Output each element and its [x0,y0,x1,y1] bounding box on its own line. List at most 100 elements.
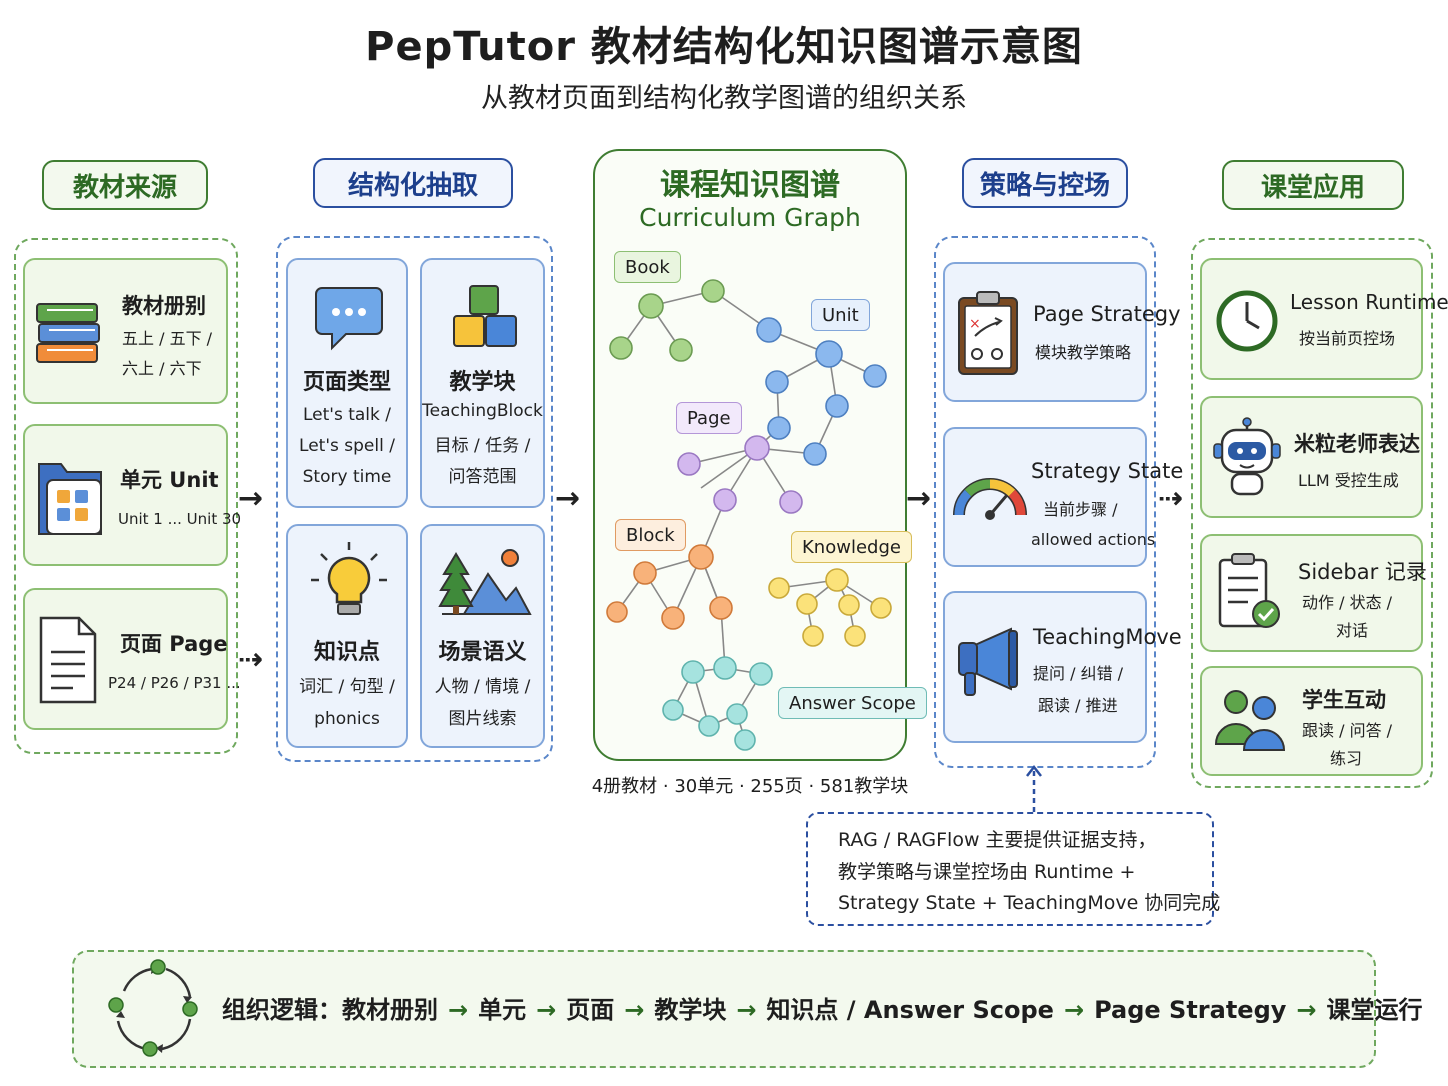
note-line: Strategy State + TeachingMove 协同完成 [838,892,1221,914]
note-line: 教学策略与课堂控场由 Runtime + [838,861,1136,883]
strategy-card-strategy-state: Strategy State 当前步骤 / allowed actions [943,427,1183,567]
card-line: 提问 / 纠错 / [1033,664,1124,683]
card-line: Unit 1 ... Unit 30 [118,510,242,528]
card-line: phonics [314,709,380,729]
blocks-icon [453,285,517,347]
card-line: Let's spell / [299,436,395,456]
extract-card-knowledge-point: 知识点 词汇 / 句型 / phonics [286,524,408,748]
svg-text:×: × [969,316,981,332]
clock-icon [1216,290,1278,352]
arrow-right-icon: → [906,481,932,516]
card-line: 词汇 / 句型 / [299,677,395,697]
arrow-right-icon: → [238,481,264,516]
card-title: 页面类型 [302,370,391,395]
logic-step: Page Strategy [1094,996,1287,1024]
card-title: 知识点 [313,640,380,665]
note-box [806,812,1214,926]
graph-network [606,279,892,751]
card-title: 单元 Unit [120,468,219,492]
card-line: 练习 [1330,749,1363,768]
gauge-icon [953,478,1027,520]
card-line: TeachingBlock [422,401,543,421]
card-title: Sidebar 记录 [1298,560,1427,584]
arrow-right-icon: ⇢ [238,642,264,677]
card-line: 模块教学策略 [1035,343,1132,362]
card-line: 跟读 / 问答 / [1302,721,1393,740]
extract-card-teaching-block: 教学块 TeachingBlock 目标 / 任务 / 问答范围 [420,258,545,508]
application-card-teacher: 米粒老师表达 LLM 受控生成 [1200,396,1423,518]
note-line: RAG / RAGFlow 主要提供证据支持， [838,829,1157,851]
card-line: 六上 / 六下 [122,359,202,378]
card-line: 五上 / 五下 / [122,329,213,348]
page-title: PepTutor 教材结构化知识图谱示意图 [365,24,1083,70]
arrow-right-icon: → [448,996,469,1024]
people-icon [1214,690,1286,751]
column-header-strategy: 策略与控场 [962,158,1128,208]
strategy-card-teaching-move: TeachingMove 提问 / 纠错 / 跟读 / 推进 [943,591,1182,743]
books-icon [36,303,100,363]
graph-label-answer-scope: Answer Scope [778,687,927,719]
card-title: Page Strategy [1033,302,1181,326]
card-line: 跟读 / 推进 [1038,696,1118,715]
chat-bubble-icon [315,287,383,351]
column-header-application: 课堂应用 [1222,160,1404,210]
application-card-student: 学生互动 跟读 / 问答 / 练习 [1200,666,1423,776]
logic-step: 页面 [566,996,615,1024]
graph-title: 课程知识图谱 [660,168,840,203]
card-title: 教材册别 [122,294,206,318]
arrow-right-icon: → [555,481,581,516]
strategy-group [934,236,1156,768]
card-line: allowed actions [1031,530,1156,549]
logic-step: 课堂运行 [1326,996,1423,1024]
robot-icon [1213,417,1281,496]
landscape-icon [438,549,532,615]
page-subtitle: 从教材页面到结构化教学图谱的组织关系 [481,83,967,114]
graph-label-knowledge: Knowledge [791,531,912,563]
arrow-right-icon: → [736,996,757,1024]
logic-step: 知识点 / Answer Scope [766,996,1054,1024]
card-line: 动作 / 状态 / [1302,593,1393,612]
logic-step: 单元 [478,996,527,1024]
logic-step: 教学块 [654,996,727,1024]
source-card-page: 页面 Page P24 / P26 / P31 ... [23,588,241,730]
checklist-icon [1218,553,1280,628]
card-title: Lesson Runtime [1290,290,1448,314]
card-line: Let's talk / [302,405,391,425]
cycle-icon [108,959,198,1057]
graph-label-block: Block [615,519,686,551]
extract-card-page-type: 页面类型 Let's talk / Let's spell / Story ti… [286,258,408,508]
card-line: 图片线索 [448,709,517,729]
arrow-right-icon: ⇢ [1158,481,1184,516]
card-line: P24 / P26 / P31 ... [108,674,241,692]
card-title: 学生互动 [1302,688,1386,712]
card-title: 教学块 [449,370,516,395]
card-title: TeachingMove [1033,625,1182,649]
source-card-unit: 单元 Unit Unit 1 ... Unit 30 [23,424,241,566]
logic-bar [72,950,1376,1068]
graph-label-book: Book [614,251,681,283]
clipboard-play-icon: × [958,291,1018,375]
application-card-sidebar: Sidebar 记录 动作 / 状态 / 对话 [1200,534,1427,652]
extract-group [276,236,553,762]
source-group [14,238,238,754]
arrow-right-icon: → [624,996,645,1024]
logic-step: 教材册别 [342,996,438,1024]
card-line: Story time [302,467,392,487]
card-line: 目标 / 任务 / [434,436,531,456]
card-title: 场景语义 [438,640,527,665]
card-line: 当前步骤 / [1043,500,1118,519]
column-header-source: 教材来源 [42,160,208,210]
card-title: 米粒老师表达 [1294,432,1420,456]
card-title: Strategy State [1031,459,1184,483]
card-line: 问答范围 [448,467,517,487]
application-group [1191,238,1433,788]
arrow-right-icon: → [536,996,557,1024]
column-header-extract: 结构化抽取 [313,158,513,208]
folder-icon [38,463,102,535]
logic-prefix: 组织逻辑： [222,996,342,1024]
graph-label-page: Page [676,402,742,434]
graph-stats: 4册教材 · 30单元 · 255页 · 581教学块 [591,776,909,797]
card-line: LLM 受控生成 [1298,471,1399,490]
extract-card-scene: 场景语义 人物 / 情境 / 图片线索 [420,524,545,748]
arrow-right-icon: → [1296,996,1317,1024]
